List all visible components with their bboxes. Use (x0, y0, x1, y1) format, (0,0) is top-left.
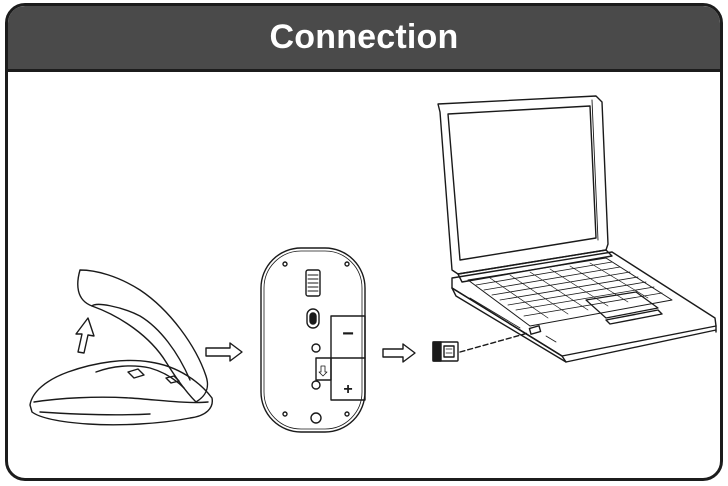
mouse-lid-icon (29, 269, 213, 426)
mouse-bottom-icon (260, 247, 366, 433)
battery-minus-label: − (342, 323, 354, 345)
arrow-right-icon (205, 342, 243, 362)
header-bar: Connection (8, 6, 720, 72)
usb-receiver-icon (432, 341, 459, 362)
battery-plus-label: + (343, 381, 352, 398)
page-title: Connection (269, 18, 459, 56)
laptop-icon (437, 95, 717, 363)
arrow-up-icon (75, 317, 95, 354)
arrow-right-icon (382, 343, 416, 363)
